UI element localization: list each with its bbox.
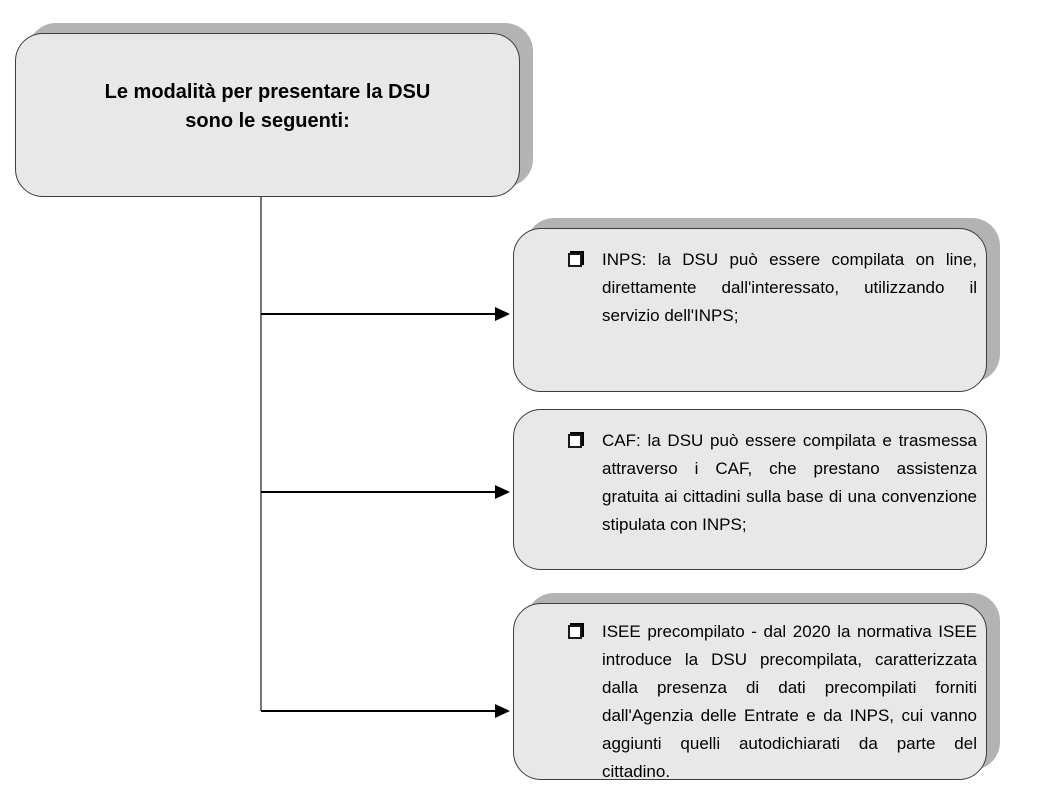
list-item: ISEE precompilato - dal 2020 la normativ… (514, 604, 986, 786)
arrowhead-icon (495, 307, 510, 321)
branch-box-caf: CAF: la DSU può essere compilata e trasm… (513, 409, 987, 570)
list-item: INPS: la DSU può essere compilata on lin… (514, 229, 986, 330)
branch-box-isee: ISEE precompilato - dal 2020 la normativ… (513, 603, 987, 781)
root-box: Le modalità per presentare la DSU sono l… (15, 33, 520, 197)
root-title-line-2: sono le seguenti: (185, 110, 350, 132)
root-box-title: Le modalità per presentare la DSU sono l… (16, 34, 519, 136)
branch-text-isee: ISEE precompilato - dal 2020 la normativ… (602, 622, 977, 781)
connector-trunk-line (260, 197, 262, 711)
arrowhead-icon (495, 704, 510, 718)
checkbox-bullet-icon (568, 625, 582, 639)
checkbox-bullet-icon (568, 253, 582, 267)
checkbox-bullet-icon (568, 434, 582, 448)
branch-box-inps: INPS: la DSU può essere compilata on lin… (513, 228, 987, 392)
arrow-shaft (261, 313, 496, 315)
branch-text-caf: CAF: la DSU può essere compilata e trasm… (602, 431, 977, 534)
arrowhead-icon (495, 485, 510, 499)
arrow-shaft (261, 491, 496, 493)
arrow-shaft (261, 710, 496, 712)
root-title-line-1: Le modalità per presentare la DSU (104, 81, 431, 103)
branch-text-inps: INPS: la DSU può essere compilata on lin… (602, 250, 977, 325)
list-item: CAF: la DSU può essere compilata e trasm… (514, 410, 986, 539)
